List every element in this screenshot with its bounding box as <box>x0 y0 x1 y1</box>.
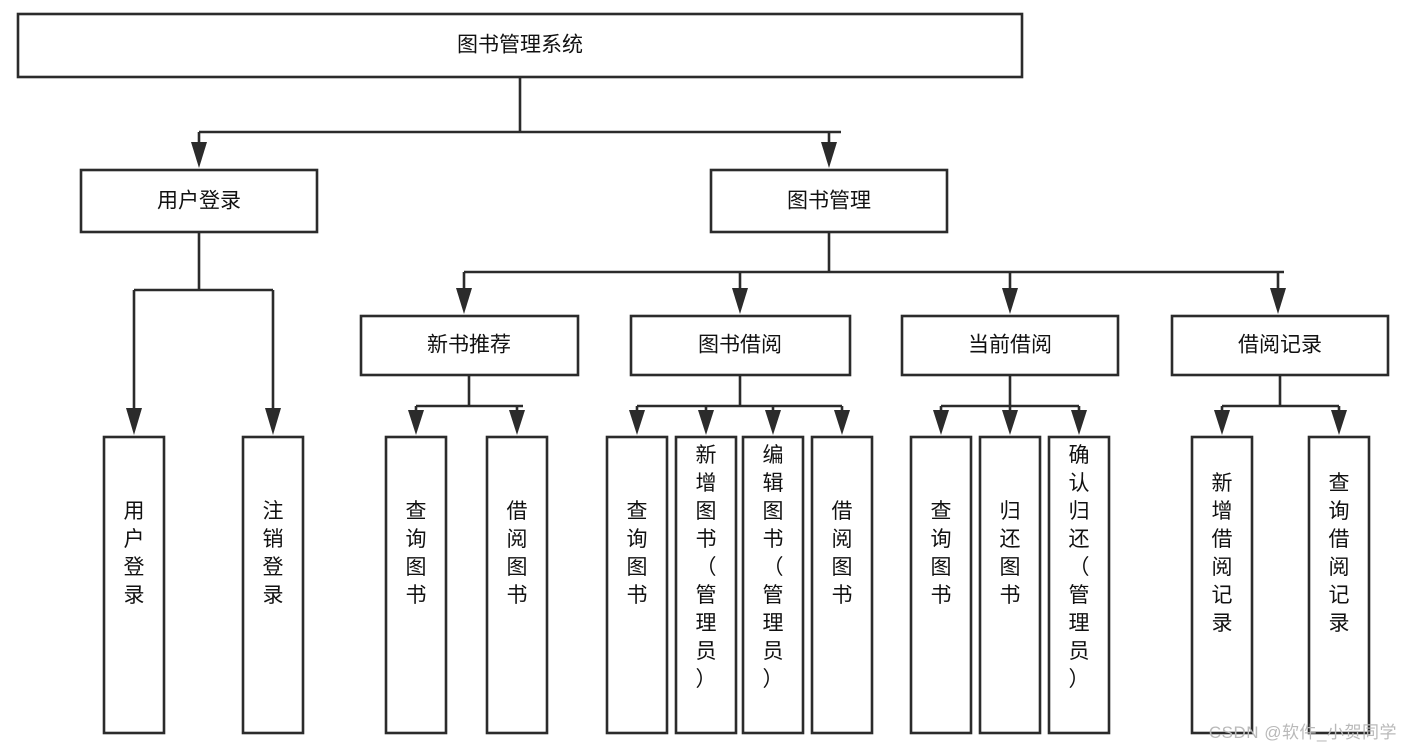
arrow-head-current-borrow <box>1002 288 1018 314</box>
node-leaf-query-book-1[interactable]: 查询图书 <box>384 435 448 735</box>
node-leaf-query-borrow-record-box[interactable] <box>1307 435 1371 735</box>
node-root[interactable]: 图书管理系统 <box>16 12 1024 79</box>
node-leaf-add-borrow-record-label: 新增借阅记录 <box>1212 472 1233 635</box>
node-leaf-query-book-3-box[interactable] <box>909 435 973 735</box>
csdn-watermark: CSDN @软件_小贺同学 <box>1208 723 1397 742</box>
connector-group-borrow-record <box>1214 375 1347 435</box>
node-leaf-logout-login[interactable]: 注销登录 <box>241 435 305 735</box>
connector-group-new-book-recommend <box>408 375 525 435</box>
node-leaf-return-book[interactable]: 归还图书 <box>978 435 1042 735</box>
node-leaf-query-book-2-label: 查询图书 <box>627 500 648 607</box>
arrow-head-leaf-edit-book <box>765 410 781 435</box>
connector-group-book-borrow <box>629 375 850 435</box>
arrow-head-leaf-query-book-1 <box>408 410 424 435</box>
node-leaf-user-login-box[interactable] <box>102 435 166 735</box>
node-leaf-confirm-return-box[interactable] <box>1047 435 1111 735</box>
arrow-head-leaf-add-book <box>698 410 714 435</box>
arrow-head-leaf-return-book <box>1002 410 1018 435</box>
node-leaf-query-book-2-box[interactable] <box>605 435 669 735</box>
node-leaf-query-borrow-record-label: 查询借阅记录 <box>1329 472 1350 635</box>
node-current-borrow-label: 当前借阅 <box>968 334 1052 357</box>
connector-group-current-borrow <box>933 375 1087 435</box>
node-leaf-add-borrow-record[interactable]: 新增借阅记录 <box>1190 435 1254 735</box>
node-book-borrow[interactable]: 图书借阅 <box>629 314 852 377</box>
node-book-borrow-box[interactable] <box>629 314 852 377</box>
node-current-borrow-box[interactable] <box>900 314 1120 377</box>
node-leaf-borrow-book-2-box[interactable] <box>810 435 874 735</box>
node-leaf-edit-book[interactable]: 编辑图书（管理员） <box>741 435 805 735</box>
node-new-book-recommend[interactable]: 新书推荐 <box>359 314 580 377</box>
arrow-head-book-borrow <box>732 288 748 314</box>
node-book-borrow-label: 图书借阅 <box>698 334 782 357</box>
node-leaf-return-book-box[interactable] <box>978 435 1042 735</box>
node-borrow-record-label: 借阅记录 <box>1238 334 1322 357</box>
arrow-head-leaf-logout-login <box>265 408 281 435</box>
node-root-box[interactable] <box>16 12 1024 79</box>
arrow-head-leaf-add-borrow-record <box>1214 410 1230 435</box>
node-leaf-borrow-book-1[interactable]: 借阅图书 <box>485 435 549 735</box>
node-leaf-add-book[interactable]: 新增图书（管理员） <box>674 435 738 735</box>
node-leaf-logout-login-label: 注销登录 <box>263 500 284 607</box>
node-borrow-record-box[interactable] <box>1170 314 1390 377</box>
node-leaf-borrow-book-2[interactable]: 借阅图书 <box>810 435 874 735</box>
node-leaf-user-login[interactable]: 用户登录 <box>102 435 166 735</box>
node-user-login-box[interactable] <box>79 168 319 234</box>
node-leaf-return-book-label: 归还图书 <box>1000 500 1021 607</box>
node-leaf-query-book-1-box[interactable] <box>384 435 448 735</box>
node-current-borrow[interactable]: 当前借阅 <box>900 314 1120 377</box>
node-new-book-recommend-label: 新书推荐 <box>427 334 511 357</box>
node-borrow-record[interactable]: 借阅记录 <box>1170 314 1390 377</box>
node-leaf-add-book-box[interactable] <box>674 435 738 735</box>
arrow-head-leaf-confirm-return <box>1071 410 1087 435</box>
node-book-management-label: 图书管理 <box>787 190 871 213</box>
node-leaf-edit-book-label: 编辑图书（管理员） <box>763 444 784 691</box>
node-leaf-borrow-book-1-box[interactable] <box>485 435 549 735</box>
node-book-management[interactable]: 图书管理 <box>709 168 949 234</box>
arrow-head-user-login <box>191 142 207 168</box>
node-leaf-query-book-1-label: 查询图书 <box>406 500 427 607</box>
node-leaf-confirm-return[interactable]: 确认归还（管理员） <box>1047 435 1111 735</box>
node-leaf-confirm-return-label: 确认归还（管理员） <box>1069 444 1090 691</box>
node-leaf-logout-login-box[interactable] <box>241 435 305 735</box>
node-leaf-borrow-book-1-label: 借阅图书 <box>507 500 528 607</box>
node-new-book-recommend-box[interactable] <box>359 314 580 377</box>
arrow-head-leaf-query-borrow-record <box>1331 410 1347 435</box>
arrow-head-book-management <box>821 142 837 168</box>
arrow-head-leaf-query-book-2 <box>629 410 645 435</box>
arrow-head-leaf-user-login <box>126 408 142 435</box>
arrow-head-new-book-recommend <box>456 288 472 314</box>
node-leaf-add-borrow-record-box[interactable] <box>1190 435 1254 735</box>
node-leaf-add-book-label: 新增图书（管理员） <box>696 444 717 691</box>
node-book-management-box[interactable] <box>709 168 949 234</box>
node-leaf-edit-book-box[interactable] <box>741 435 805 735</box>
node-leaf-query-book-3[interactable]: 查询图书 <box>909 435 973 735</box>
node-leaf-borrow-book-2-label: 借阅图书 <box>832 500 853 607</box>
node-leaf-query-book-3-label: 查询图书 <box>931 500 952 607</box>
node-leaf-user-login-label: 用户登录 <box>124 500 145 607</box>
node-user-login[interactable]: 用户登录 <box>79 168 319 234</box>
node-leaf-query-borrow-record[interactable]: 查询借阅记录 <box>1307 435 1371 735</box>
arrow-head-leaf-borrow-book-2 <box>834 410 850 435</box>
connector-group-book-management <box>456 232 1286 314</box>
connector-group-root <box>191 77 841 168</box>
connector-group-user-login <box>126 232 281 435</box>
arrow-head-borrow-record <box>1270 288 1286 314</box>
arrow-head-leaf-query-book-3 <box>933 410 949 435</box>
node-user-login-label: 用户登录 <box>157 190 241 213</box>
node-root-label: 图书管理系统 <box>457 34 583 57</box>
arrow-head-leaf-borrow-book-1 <box>509 410 525 435</box>
node-leaf-query-book-2[interactable]: 查询图书 <box>605 435 669 735</box>
